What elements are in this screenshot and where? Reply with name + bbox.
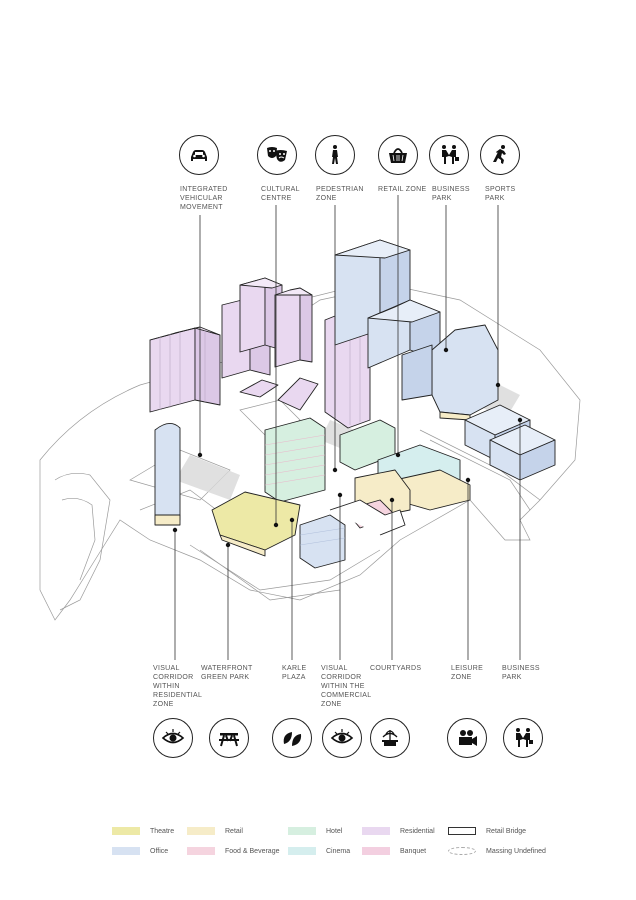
- legend-item-hotel: Hotel: [288, 827, 342, 835]
- legend-swatch: [112, 847, 140, 855]
- label-pedestrian-zone: PEDESTRIAN ZONE: [316, 186, 364, 202]
- legend-item-residential: Residential: [362, 827, 435, 835]
- legend-item-retail-bridge: Retail Bridge: [448, 827, 526, 835]
- legend-item-banquet: Banquet: [362, 847, 426, 855]
- label-visual-corridor-residential: VISUAL CORRIDOR WITHIN RESIDENTIAL ZONE: [153, 665, 203, 708]
- legend-item-massing-undefined: Massing Undefined: [448, 847, 546, 855]
- legend-label: Banquet: [400, 847, 427, 855]
- theatre-masks-icon: [257, 135, 297, 175]
- label-waterfront-green-park: WATERFRONT GREEN PARK: [201, 665, 253, 681]
- legend-item-retail: Retail: [187, 827, 243, 835]
- movie-camera-icon: [447, 718, 487, 758]
- handshake-people-icon: [429, 135, 469, 175]
- fountain-icon: [370, 718, 410, 758]
- legend-swatch: [112, 827, 140, 835]
- legend-swatch: [448, 827, 476, 835]
- legend-label: Cinema: [326, 847, 351, 855]
- picnic-table-icon: [209, 718, 249, 758]
- label-visual-corridor-commercial: VISUAL CORRIDOR WITHIN THE COMMERCIAL ZO…: [321, 665, 372, 708]
- legend-label: Retail: [225, 827, 243, 835]
- legend-swatch: [362, 847, 390, 855]
- legend-label: Office: [150, 847, 169, 855]
- legend-item-cinema: Cinema: [288, 847, 350, 855]
- handshake-people-icon: [503, 718, 543, 758]
- legend-swatch: [448, 847, 476, 855]
- legend-item-food-beverage: Food & Beverage: [187, 847, 279, 855]
- leaves-icon: [272, 718, 312, 758]
- shopping-basket-icon: [378, 135, 418, 175]
- legend-swatch: [288, 847, 316, 855]
- legend-label: Retail Bridge: [486, 827, 527, 835]
- label-integrated-vehicular-movement: INTEGRATED VEHICULAR MOVEMENT: [180, 186, 228, 211]
- label-sports-park: SPORTS PARK: [485, 186, 516, 202]
- legend-label: Food & Beverage: [225, 847, 280, 855]
- label-retail-zone: RETAIL ZONE: [378, 186, 427, 193]
- legend-swatch: [288, 827, 316, 835]
- walking-person-icon: [315, 135, 355, 175]
- legend-swatch: [362, 827, 390, 835]
- legend-item-theatre: Theatre: [112, 827, 174, 835]
- running-person-icon: [480, 135, 520, 175]
- legend-item-office: Office: [112, 847, 168, 855]
- legend-swatch: [187, 847, 215, 855]
- label-karle-plaza: KARLE PLAZA: [282, 665, 307, 681]
- label-leisure-zone: LEISURE ZONE: [451, 665, 484, 681]
- car-icon: [179, 135, 219, 175]
- legend-label: Massing Undefined: [486, 847, 546, 855]
- label-business-park: BUSINESS PARK: [432, 186, 470, 202]
- label-cultural-centre: CULTURAL CENTRE: [261, 186, 300, 202]
- legend-label: Residential: [400, 827, 435, 835]
- legend-label: Hotel: [326, 827, 343, 835]
- eye-icon: [322, 718, 362, 758]
- legend-label: Theatre: [150, 827, 175, 835]
- legend-swatch: [187, 827, 215, 835]
- label-business-park-bottom: BUSINESS PARK: [502, 665, 540, 681]
- label-courtyards: COURTYARDS: [370, 665, 422, 672]
- eye-icon: [153, 718, 193, 758]
